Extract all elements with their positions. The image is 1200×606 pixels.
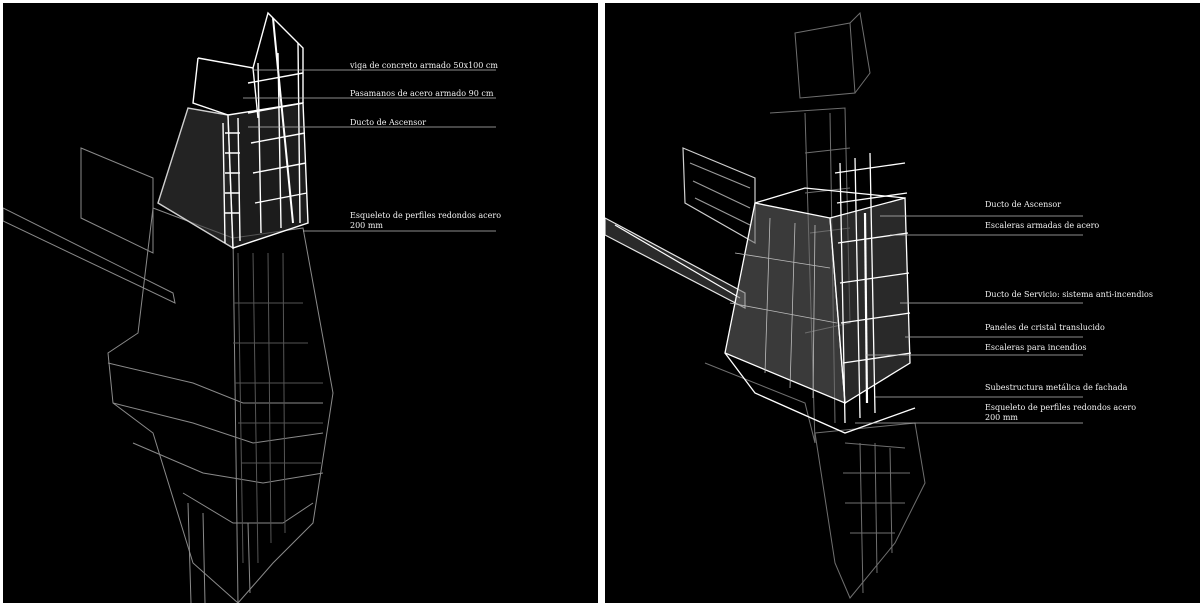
label-escaleras-armadas: Escaleras armadas de acero — [985, 221, 1100, 230]
left-diagram-panel: viga de concreto armado 50x100 cm Pasama… — [3, 3, 598, 603]
label-ducto-servicio: Ducto de Servicio: sistema anti-incendio… — [985, 290, 1153, 299]
left-cantilever-beam — [3, 207, 176, 304]
left-upper-tower — [157, 11, 309, 250]
left-leader-lines — [243, 69, 496, 232]
label-pasamanos-acero: Pasamanos de acero armado 90 cm — [350, 89, 494, 98]
label-escaleras-incendios: Escaleras para incendios — [985, 343, 1087, 352]
label-viga-concreto: viga de concreto armado 50x100 cm — [350, 61, 498, 70]
left-upper-wing — [80, 147, 154, 254]
label-esqueleto-right: Esqueleto de perfiles redondos acero 200… — [985, 403, 1137, 422]
label-esqueleto-left: Esqueleto de perfiles redondos acero 200… — [350, 211, 502, 230]
right-tower-drawing — [605, 11, 1083, 599]
left-lower-right-body — [232, 227, 334, 603]
label-ducto-ascensor-left: Ducto de Ascensor — [350, 118, 427, 127]
right-leader-lines — [855, 215, 1083, 424]
right-cantilever-beam — [605, 147, 756, 309]
right-glass-volume — [724, 152, 916, 434]
label-ducto-ascensor-right: Ducto de Ascensor — [985, 200, 1062, 209]
right-lower-body — [814, 422, 926, 599]
left-lower-body — [107, 207, 239, 603]
right-top-frame — [794, 22, 856, 99]
left-tower-drawing — [3, 11, 496, 603]
label-paneles-cristal: Paneles de cristal translucido — [985, 323, 1105, 332]
label-subestructura-fachada: Subestructura metálica de fachada — [985, 383, 1128, 392]
right-diagram-panel: Ducto de Ascensor Escaleras armadas de a… — [605, 3, 1200, 603]
